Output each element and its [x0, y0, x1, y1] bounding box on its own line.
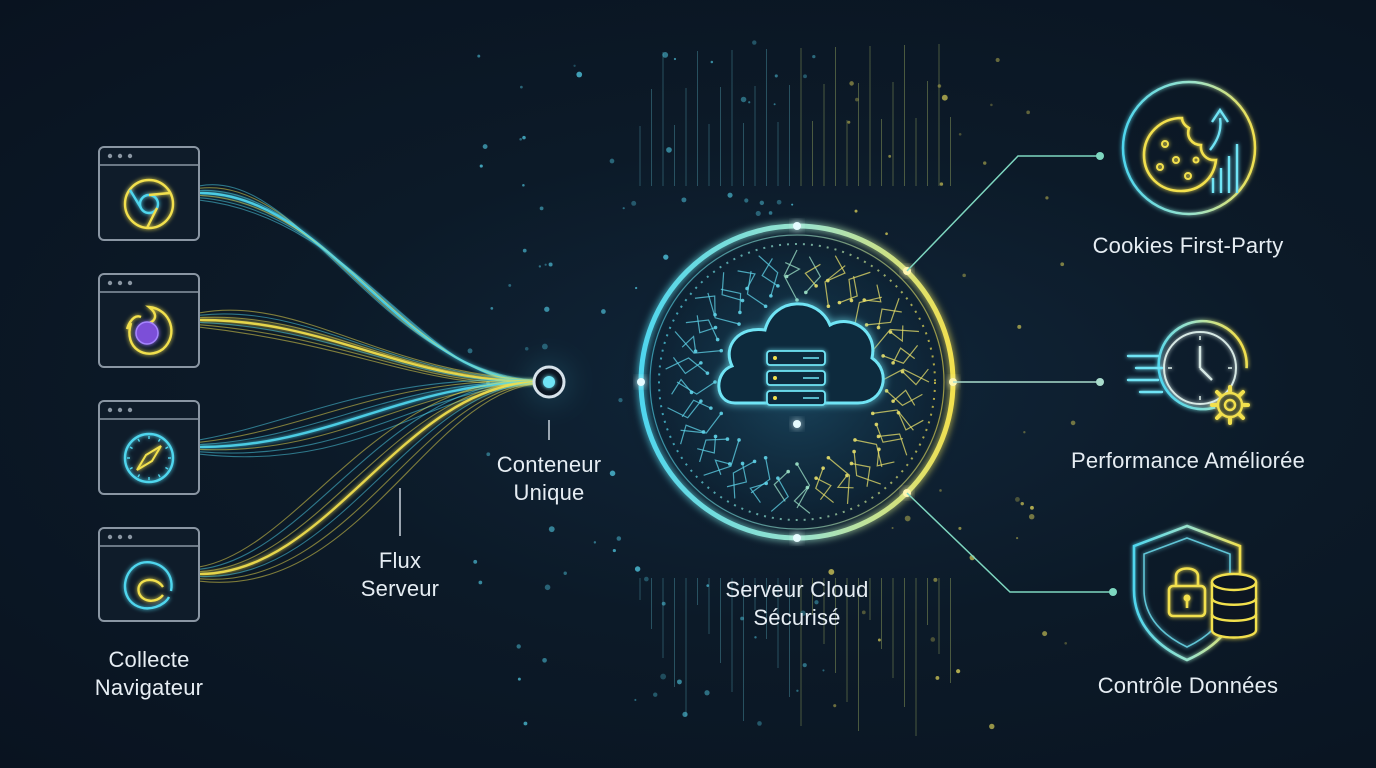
browser-collection-label-line1: Collecte — [108, 647, 190, 672]
single-container-label-line2: Unique — [513, 480, 585, 505]
single-container-label-line1: Conteneur — [496, 452, 602, 477]
single-container-label: Conteneur Unique — [474, 451, 624, 507]
edge-icon — [123, 561, 173, 610]
chrome-icon — [123, 178, 175, 230]
browser-window — [98, 400, 200, 495]
browser-collection-label-line2: Navigateur — [94, 675, 204, 700]
server-flow-label-line2: Serveur — [360, 576, 440, 601]
browser-collection-label: Collecte Navigateur — [79, 646, 219, 702]
outcome-connectors — [906, 152, 1117, 596]
firefox-icon — [125, 305, 173, 355]
secure-cloud-server-label-line2: Sécurisé — [753, 605, 841, 630]
browser-window — [98, 527, 200, 622]
safari-icon — [123, 432, 175, 484]
clock-gear-icon — [1126, 319, 1250, 425]
background-circuit-traces — [639, 44, 951, 736]
background-particles — [467, 40, 1076, 730]
single-container-node — [527, 360, 571, 404]
secure-cloud-server-label: Serveur Cloud Sécurisé — [697, 576, 897, 632]
outcome-label-performance: Performance Améliorée — [1070, 448, 1306, 473]
server-flow-label: Flux Serveur — [340, 547, 460, 603]
browser-data-flows — [199, 184, 541, 583]
browser-window — [98, 273, 200, 368]
core-circuit-traces — [665, 249, 930, 514]
secure-cloud-server-label-line1: Serveur Cloud — [725, 577, 869, 602]
outcome-label-cookies: Cookies First-Party — [1092, 233, 1284, 258]
browser-window — [98, 146, 200, 241]
server-flow-label-line1: Flux — [378, 548, 422, 573]
server-stack-icon — [766, 350, 826, 406]
secure-cloud-server-core — [622, 207, 972, 557]
shield-lock-database-icon — [1132, 524, 1258, 662]
browser-window-column — [98, 146, 200, 622]
cookie-growth-icon — [1121, 80, 1257, 216]
outcome-label-data-control: Contrôle Données — [1097, 673, 1279, 698]
